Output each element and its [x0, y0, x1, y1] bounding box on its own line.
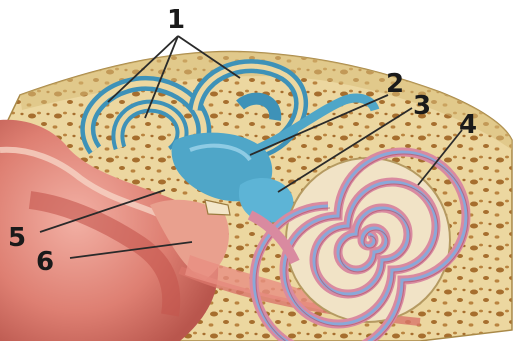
- label-2: 2: [386, 69, 404, 99]
- label-3: 3: [413, 91, 431, 121]
- label-1: 1: [167, 5, 185, 35]
- label-5: 5: [8, 223, 26, 253]
- label-6: 6: [36, 247, 54, 277]
- label-4: 4: [459, 110, 477, 140]
